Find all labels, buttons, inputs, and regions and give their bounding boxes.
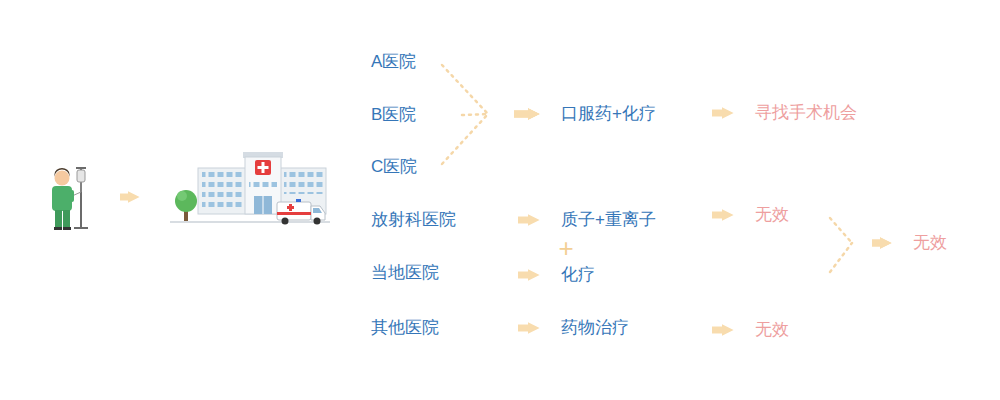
dotted-bracket <box>830 218 852 243</box>
flow-connector <box>518 275 530 276</box>
text-node: C医院 <box>368 154 420 180</box>
text-node: 其他医院 <box>368 315 442 341</box>
node-text: 口服药+化疗 <box>561 103 656 125</box>
node-text: C医院 <box>371 156 417 178</box>
text-node: 当地医院 <box>368 260 442 286</box>
flow-arrow <box>518 325 530 332</box>
illustration-part <box>170 221 330 223</box>
node-text: 寻找手术机会 <box>755 102 857 124</box>
flow-connector <box>830 243 882 272</box>
dotted-bracket <box>462 114 488 115</box>
node-text: 当地医院 <box>371 262 439 284</box>
illustration-part <box>77 170 85 182</box>
flow-connector <box>518 328 530 329</box>
flow-connector <box>712 215 724 216</box>
flow-arrow <box>518 272 530 279</box>
flow-connector <box>830 218 882 243</box>
illustration-part <box>76 167 86 169</box>
dotted-bracket <box>830 243 852 272</box>
node-text: 无效 <box>755 204 789 226</box>
flow-connector <box>442 114 530 164</box>
node-text: 无效 <box>755 319 789 341</box>
illustration-part <box>55 210 62 228</box>
illustration-part <box>177 191 187 201</box>
node-text: 其他医院 <box>371 317 439 339</box>
illustration-part <box>55 168 70 177</box>
node-text: 无效 <box>913 232 947 254</box>
hospital-illustration <box>170 152 330 222</box>
node-text: B医院 <box>371 104 416 126</box>
text-node: 放射科医院 <box>368 207 459 233</box>
illustration-part <box>314 218 321 225</box>
illustration-part <box>63 210 70 228</box>
ambulance-icon <box>277 199 325 225</box>
illustration-part <box>277 202 311 220</box>
dotted-bracket <box>442 65 488 114</box>
flow-connector <box>462 114 530 115</box>
node-text: A医院 <box>371 51 416 73</box>
patient-icon <box>52 168 88 230</box>
flow-arrow <box>712 212 724 219</box>
flow-connector <box>442 65 530 114</box>
tree-icon <box>175 190 197 221</box>
flow-arrow <box>518 217 530 224</box>
illustration-part <box>69 190 74 202</box>
text-node: 无效 <box>910 230 950 256</box>
illustration-part <box>255 160 271 175</box>
node-text: 药物治疗 <box>561 317 629 339</box>
illustration-part <box>284 172 324 194</box>
text-node: 口服药+化疗 <box>558 101 659 127</box>
text-node: A医院 <box>368 49 419 75</box>
text-node: 无效 <box>752 317 792 343</box>
flow-arrow <box>514 111 530 118</box>
text-node: 寻找手术机会 <box>752 100 860 126</box>
node-text: 放射科医院 <box>371 209 456 231</box>
flow-connector <box>518 220 530 221</box>
flow-arrow <box>514 111 530 118</box>
illustration-part <box>263 196 264 214</box>
flow-arrow <box>872 240 882 247</box>
flow-arrow <box>712 110 724 117</box>
illustration-part <box>254 196 272 214</box>
flow-connector <box>712 113 724 114</box>
plus-sign: + <box>558 235 573 261</box>
illustration-part <box>63 227 71 230</box>
illustration-part <box>55 171 70 186</box>
illustration-part <box>249 180 277 188</box>
dotted-bracket <box>442 114 488 164</box>
text-node: B医院 <box>368 102 419 128</box>
text-node: 质子+重离子 <box>558 207 659 233</box>
illustration-part <box>313 208 322 213</box>
illustration-part <box>296 199 301 202</box>
illustration-part <box>54 227 62 230</box>
text-node: 无效 <box>752 202 792 228</box>
flow-arrow <box>120 194 130 201</box>
illustration-part <box>175 190 197 212</box>
text-node: 药物治疗 <box>558 315 632 341</box>
illustration-part <box>282 218 289 225</box>
illustration-part <box>287 206 294 209</box>
flow-connector <box>712 330 724 331</box>
illustration-part <box>258 166 269 169</box>
node-text: 质子+重离子 <box>561 209 656 231</box>
illustration-part <box>202 172 242 210</box>
flow-arrow <box>872 240 882 247</box>
flow-arrow <box>514 111 530 118</box>
text-node: 化疗 <box>558 262 598 288</box>
illustration-part <box>74 227 88 229</box>
illustration-part <box>277 212 311 215</box>
flow-arrow <box>712 327 724 334</box>
illustration-part <box>245 157 281 214</box>
node-text: 化疗 <box>561 264 595 286</box>
